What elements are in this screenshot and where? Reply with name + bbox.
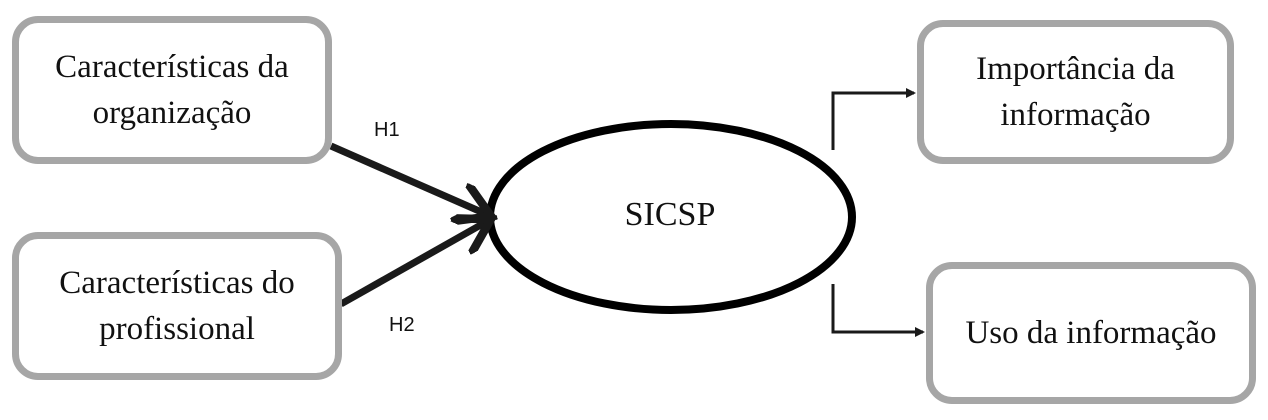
sicsp-label: SICSP — [624, 196, 716, 233]
arrow-to-importancia — [831, 88, 916, 150]
box-importancia-informacao: Importância da informação — [917, 20, 1234, 164]
arrow-h1 — [329, 142, 486, 214]
box-caracteristicas-profissional-label: Características do profissional — [59, 265, 295, 347]
box-caracteristicas-organizacao: Características da organização — [12, 16, 332, 164]
arrow-to-uso — [831, 284, 925, 337]
box-caracteristicas-profissional: Características do profissional — [12, 232, 342, 380]
box-caracteristicas-organizacao-label: Características da organização — [55, 49, 289, 131]
edge-label-h2: H2 — [389, 314, 415, 336]
box-importancia-informacao-label: Importância da informação — [976, 51, 1175, 133]
edge-label-h1: H1 — [374, 119, 400, 141]
box-uso-informacao-label: Uso da informação — [965, 315, 1217, 351]
box-uso-informacao: Uso da informação — [926, 262, 1256, 404]
arrow-h2 — [339, 222, 486, 308]
